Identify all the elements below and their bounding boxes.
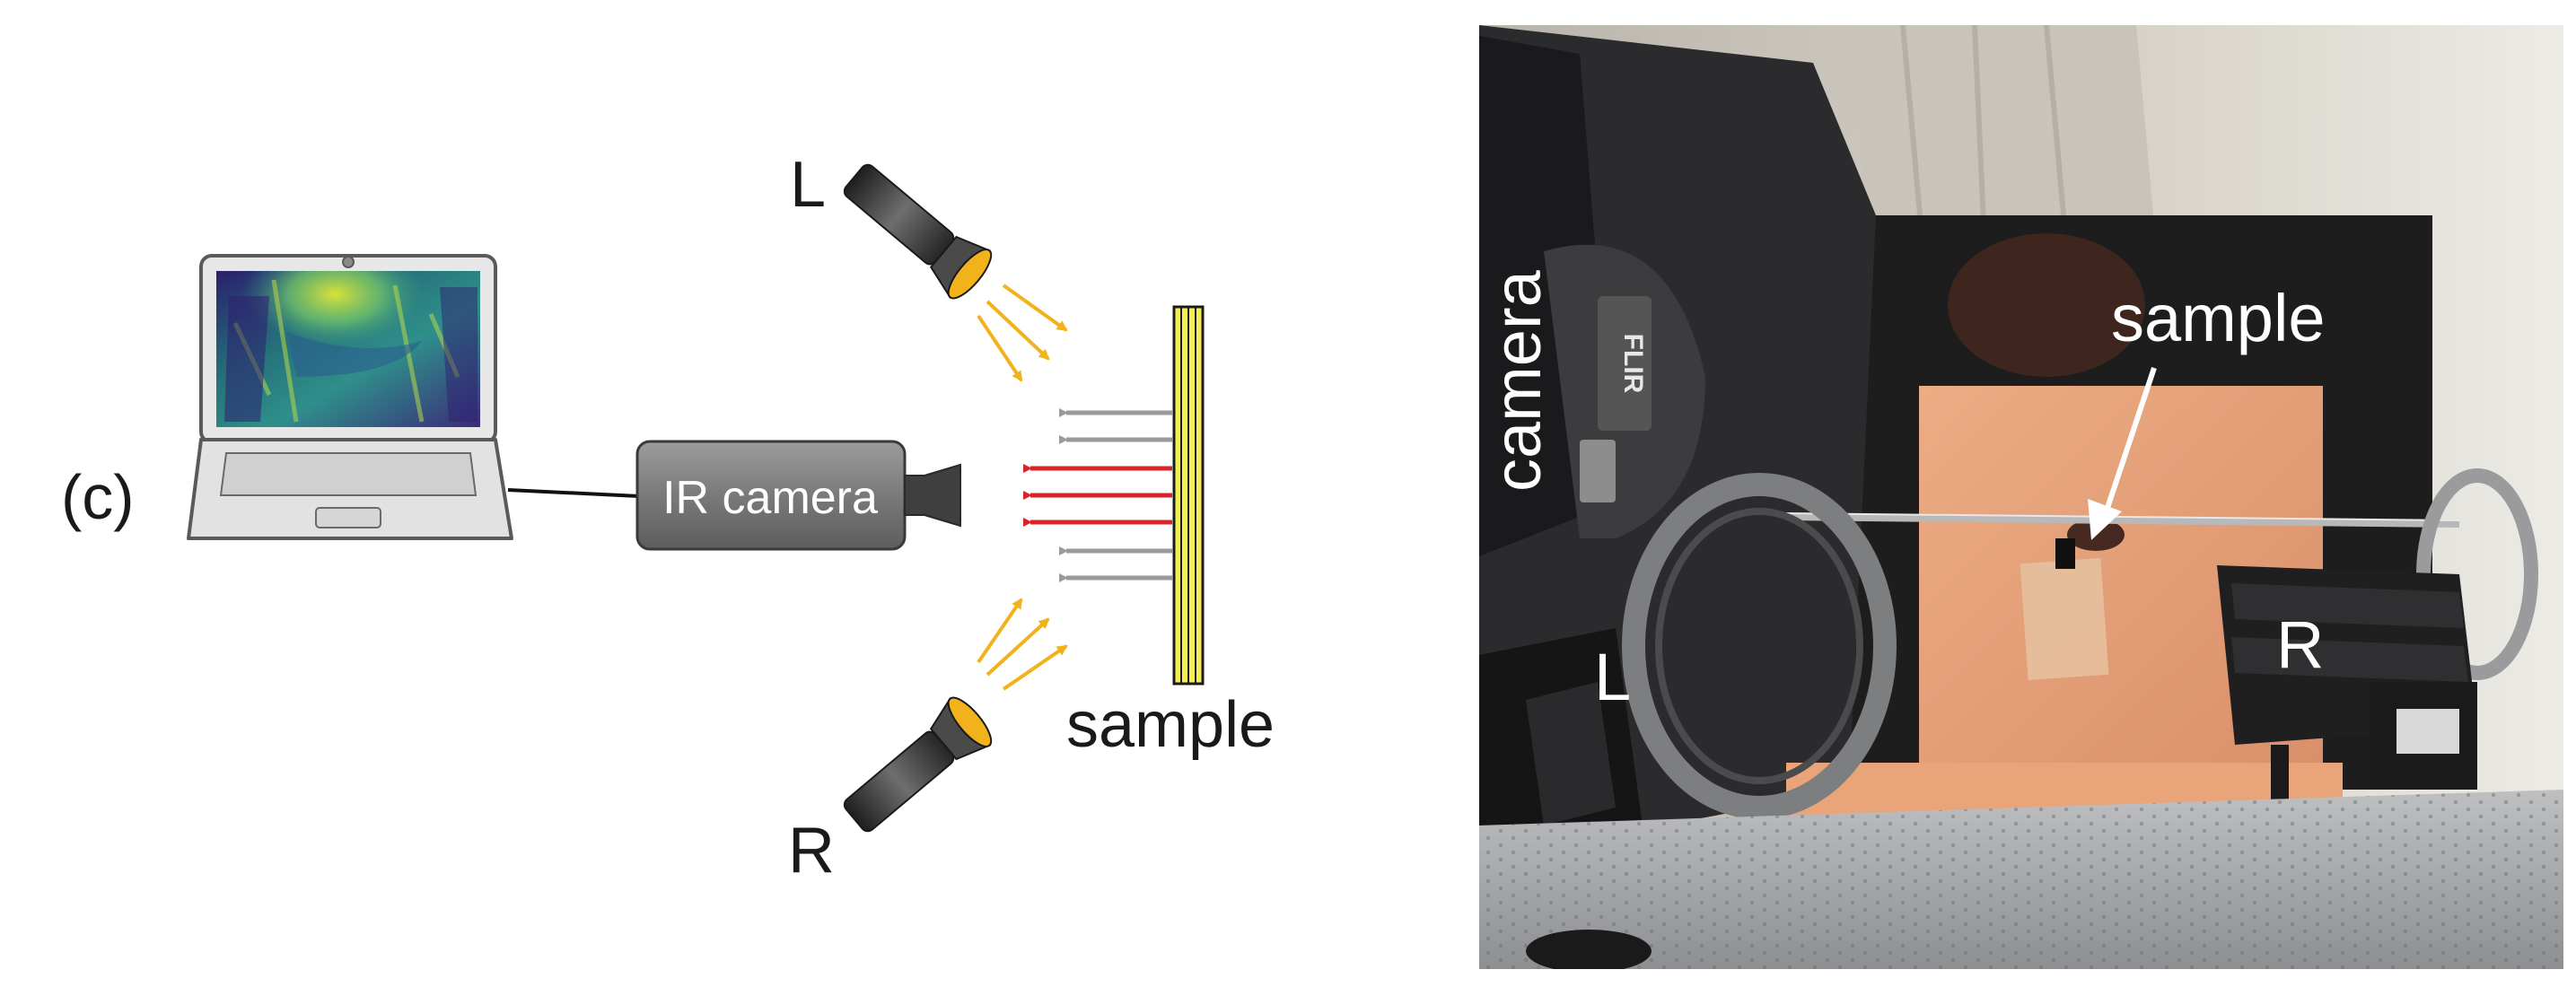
laptop [187, 254, 513, 540]
lamp-top [843, 163, 1068, 382]
flir-text: FLIR [1618, 334, 1648, 394]
photo-camera-label: camera [1480, 269, 1555, 492]
radiation-arrows [1023, 408, 1172, 582]
flir-badge: FLIR [1580, 296, 1652, 502]
panel-label: (c) [61, 462, 135, 532]
lamp-bottom [843, 598, 1068, 833]
setup-photo: FLIR [1479, 25, 2563, 969]
sample-label: sample [1066, 689, 1275, 761]
rotation-ring [1622, 473, 1897, 819]
photo-lamp-right-label: R [2276, 607, 2324, 682]
camera-cable [507, 488, 640, 498]
lamp-top-label: L [790, 149, 826, 221]
laptop-screen [216, 271, 480, 427]
sample-plate [1172, 305, 1205, 686]
sample-arrow [2088, 367, 2157, 540]
photo-sample-label: sample [2111, 281, 2326, 355]
photo-lamp-left-label: L [1594, 640, 1631, 714]
ir-camera: IR camera [635, 440, 961, 551]
ir-camera-label: IR camera [662, 472, 878, 524]
lamp-bottom-label: R [788, 815, 835, 887]
